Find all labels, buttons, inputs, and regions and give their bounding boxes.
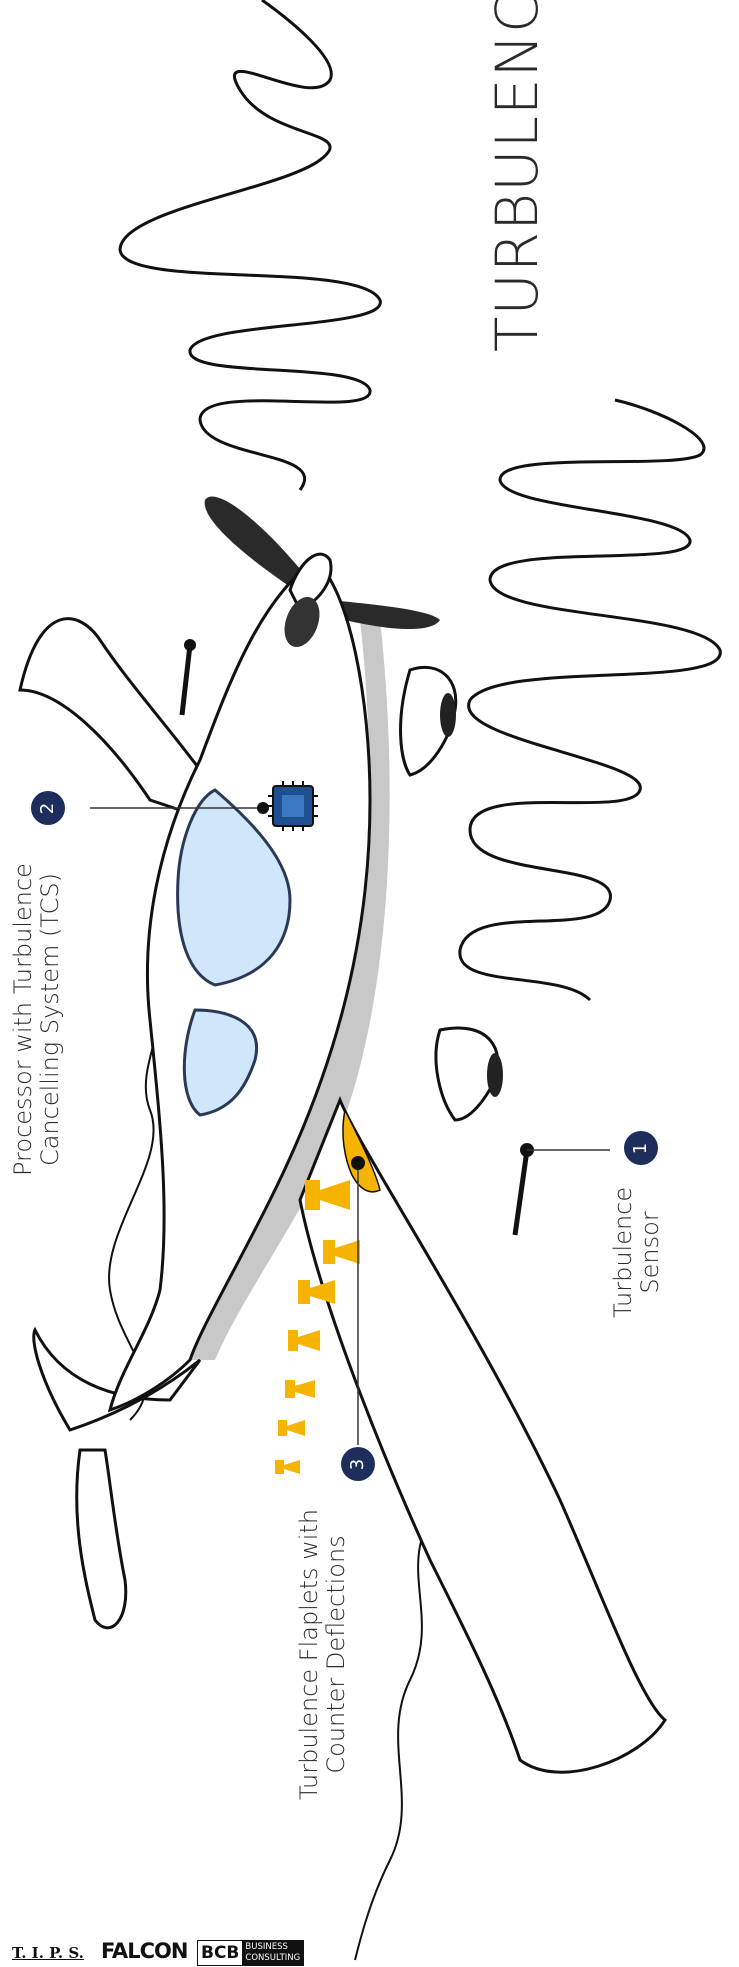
callout-2-line-2: Cancelling System (TCS) [37, 863, 64, 1176]
callout-1-line-1: Turbulence [610, 1187, 637, 1318]
antenna-top-tip [184, 639, 196, 651]
turbulence-sensor-mast [515, 1150, 527, 1235]
callout-label-2: Processor with Turbulence Cancelling Sys… [10, 863, 64, 1176]
tail-fin [77, 1450, 126, 1628]
callout-badge-1: 1 [624, 1131, 658, 1165]
callout-badge-3: 3 [341, 1447, 375, 1481]
turbulence-wave-upper [120, 0, 380, 490]
callout-label-3: Turbulence Flaplets with Counter Deflect… [296, 1509, 350, 1800]
callout-number-1: 1 [630, 1142, 651, 1153]
bcb-logo-business: BUSINESS [245, 1942, 300, 1953]
callout-number-3: 3 [347, 1458, 368, 1469]
callout-3-line-1: Turbulence Flaplets with [296, 1509, 323, 1800]
arrow-3 [298, 1280, 335, 1304]
tips-logo: T. I. P. S. [12, 1944, 84, 1962]
leader-dot-3 [351, 1156, 365, 1170]
processor-chip-icon [268, 781, 318, 831]
leader-dot-2 [257, 802, 269, 814]
arrow-5 [285, 1380, 315, 1398]
bcb-logo-text: BUSINESS CONSULTING [242, 1941, 303, 1965]
bcb-logo-mark: BCB [198, 1941, 242, 1965]
callout-label-1: Turbulence Sensor [610, 1187, 664, 1318]
callout-badge-2: 2 [31, 791, 65, 825]
title: TURBULENCE [485, 0, 550, 352]
propeller-blade-upper [205, 497, 305, 590]
bcb-logo-consulting: CONSULTING [245, 1953, 300, 1964]
bcb-logo: BCB BUSINESS CONSULTING [197, 1940, 304, 1966]
arrow-6 [278, 1420, 305, 1436]
turbulence-wave-lower [460, 400, 720, 1000]
antenna-top [182, 645, 190, 715]
callout-number-2: 2 [37, 802, 58, 813]
falcon-logo: FALCON [101, 1939, 187, 1963]
engine-intake-front [440, 693, 456, 737]
callout-2-line-1: Processor with Turbulence [10, 863, 37, 1176]
callout-1-line-2: Sensor [637, 1187, 664, 1318]
engine-intake-rear [487, 1053, 503, 1097]
callout-3-line-2: Counter Deflections [323, 1509, 350, 1800]
arrow-7 [275, 1460, 300, 1474]
arrow-4 [288, 1330, 320, 1351]
